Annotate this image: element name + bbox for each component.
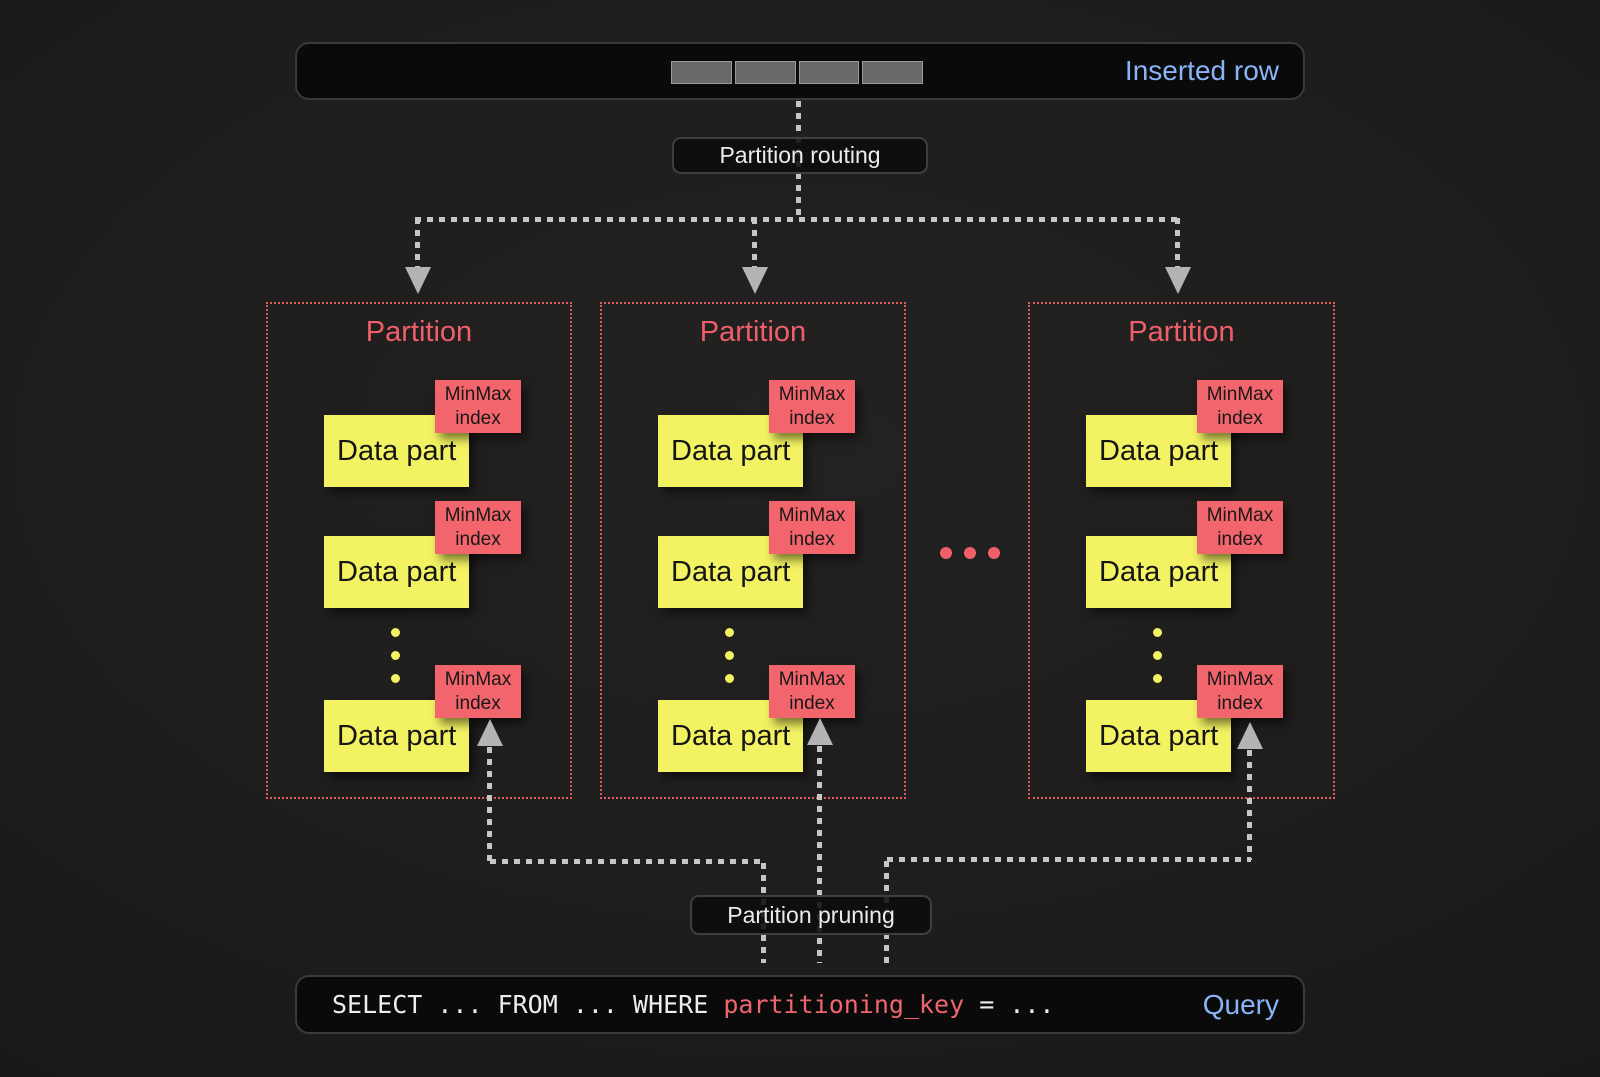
- routing-branch-line-middle: [752, 218, 757, 268]
- row-segment: [734, 61, 796, 84]
- pruning-line-right-up: [1247, 750, 1252, 860]
- row-segment: [671, 61, 732, 84]
- minmax-index-tag: MinMax index: [1197, 501, 1283, 554]
- routing-arrow-middle-icon: [742, 267, 768, 294]
- routing-arrow-left-icon: [405, 267, 431, 294]
- data-part-box: Data part: [1086, 415, 1231, 487]
- partition-pruning-text: Partition pruning: [727, 901, 895, 928]
- routing-branch-line-left: [415, 218, 420, 268]
- minmax-index-tag: MinMax index: [769, 380, 855, 433]
- partition-routing-label: Partition routing: [672, 137, 928, 174]
- row-segments-bar: [671, 61, 923, 84]
- partition-title: Partition: [1128, 316, 1235, 348]
- row-segment: [798, 61, 860, 84]
- partition-pruning-label: Partition pruning: [690, 895, 932, 935]
- routing-arrow-right-icon: [1165, 267, 1191, 294]
- partition-box-2: Partition MinMax index Data part MinMax …: [600, 302, 906, 799]
- more-parts-ellipsis: [1153, 628, 1162, 683]
- partition-box-3: Partition MinMax index Data part MinMax …: [1028, 302, 1335, 799]
- pruning-line-left-horizontal: [490, 859, 766, 864]
- partition-box-1: Partition MinMax index Data part MinMax …: [266, 302, 572, 799]
- pruning-line-right-horizontal: [887, 857, 1251, 862]
- more-parts-ellipsis: [391, 628, 400, 683]
- minmax-index-tag: MinMax index: [769, 665, 855, 718]
- pruning-arrow-middle-icon: [807, 718, 833, 745]
- partition-title: Partition: [365, 316, 473, 348]
- query-panel: SELECT ... FROM ... WHERE partitioning_k…: [295, 975, 1305, 1034]
- minmax-index-tag: MinMax index: [1197, 380, 1283, 433]
- minmax-index-tag: MinMax index: [1197, 665, 1283, 718]
- routing-bus-line: [415, 217, 1181, 222]
- minmax-index-tag: MinMax index: [435, 501, 521, 554]
- routing-branch-line-right: [1175, 218, 1180, 268]
- minmax-index-tag: MinMax index: [769, 501, 855, 554]
- sql-text-after: = ...: [964, 990, 1055, 1019]
- inserted-row-panel: Inserted row: [295, 42, 1305, 100]
- partition-routing-text: Partition routing: [719, 142, 881, 168]
- inserted-row-label: Inserted row: [1124, 55, 1279, 86]
- sql-partitioning-key: partitioning_key: [723, 990, 965, 1019]
- minmax-index-tag: MinMax index: [435, 380, 521, 433]
- pruning-line-middle: [817, 746, 822, 963]
- pruning-arrow-right-icon: [1237, 722, 1263, 749]
- more-partitions-ellipsis: [940, 547, 1000, 559]
- sql-statement: SELECT ... FROM ... WHERE partitioning_k…: [332, 977, 1054, 1032]
- data-part-box: Data part: [324, 700, 469, 772]
- partition-title: Partition: [699, 316, 807, 348]
- minmax-index-tag: MinMax index: [435, 665, 521, 718]
- more-parts-ellipsis: [725, 628, 734, 683]
- pruning-arrow-left-icon: [477, 719, 503, 746]
- sql-text-before: SELECT ... FROM ... WHERE: [332, 990, 724, 1019]
- row-segment: [862, 61, 923, 84]
- pruning-line-left-up: [487, 747, 492, 863]
- query-label: Query: [1202, 988, 1279, 1020]
